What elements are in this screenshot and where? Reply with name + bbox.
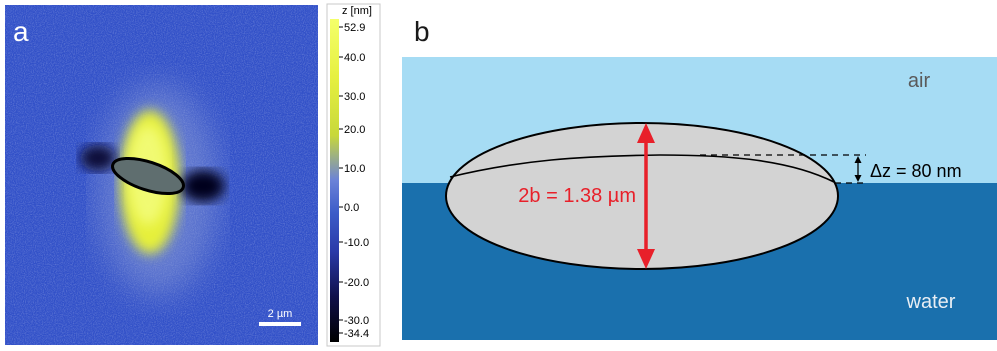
colorbar-tick-label: 0.0: [344, 202, 359, 214]
colorbar: z [nm] 52.9 40.0 30.0 20.0 10.0 0.0 -10.0 -20.0…: [326, 3, 381, 347]
particle-cross-section: [445, 122, 839, 270]
dz-arrow-head-bottom: [854, 175, 862, 182]
panel-a-label: a: [13, 16, 29, 47]
afm-dark-lobe-right: [181, 170, 225, 202]
colorbar-title: z [nm]: [342, 5, 372, 17]
colorbar-tick-label: 20.0: [344, 124, 365, 136]
colorbar-tick-label: 30.0: [344, 91, 365, 103]
height-arrow-head-top: [637, 123, 655, 143]
colorbar-tick-label: 52.9: [344, 22, 365, 34]
colorbar-tick-label: -34.4: [344, 328, 369, 340]
afm-panel: a 2 µm: [5, 5, 318, 345]
colorbar-tick-label: 40.0: [344, 52, 365, 64]
colorbar-gradient: [330, 19, 339, 342]
interface-deformation: [449, 154, 835, 183]
water-label: water: [906, 291, 956, 313]
colorbar-tick-label: -10.0: [344, 237, 369, 249]
air-label: air: [908, 70, 931, 92]
colorbar-tick-label: -30.0: [344, 315, 369, 327]
afm-dark-lobe-left: [80, 145, 116, 171]
height-arrow-head-bottom: [637, 249, 655, 269]
particle-ellipse: [111, 156, 185, 196]
colorbar-ticks: 52.9 40.0 30.0 20.0 10.0 0.0 -10.0 -20.0 -30.0-3…: [339, 22, 369, 340]
schematic-panel: b air water Δz = 80 nm 2b = 1.38 µm: [402, 16, 997, 340]
colorbar-tick-label: 10.0: [344, 163, 365, 175]
panel-b-label: b: [414, 16, 430, 47]
dz-arrow-head-top: [854, 156, 862, 163]
scale-bar-label: 2 µm: [268, 308, 293, 320]
delta-z-label: Δz = 80 nm: [870, 161, 962, 181]
colorbar-tick-label: -20.0: [344, 277, 369, 289]
height-label: 2b = 1.38 µm: [518, 185, 636, 207]
